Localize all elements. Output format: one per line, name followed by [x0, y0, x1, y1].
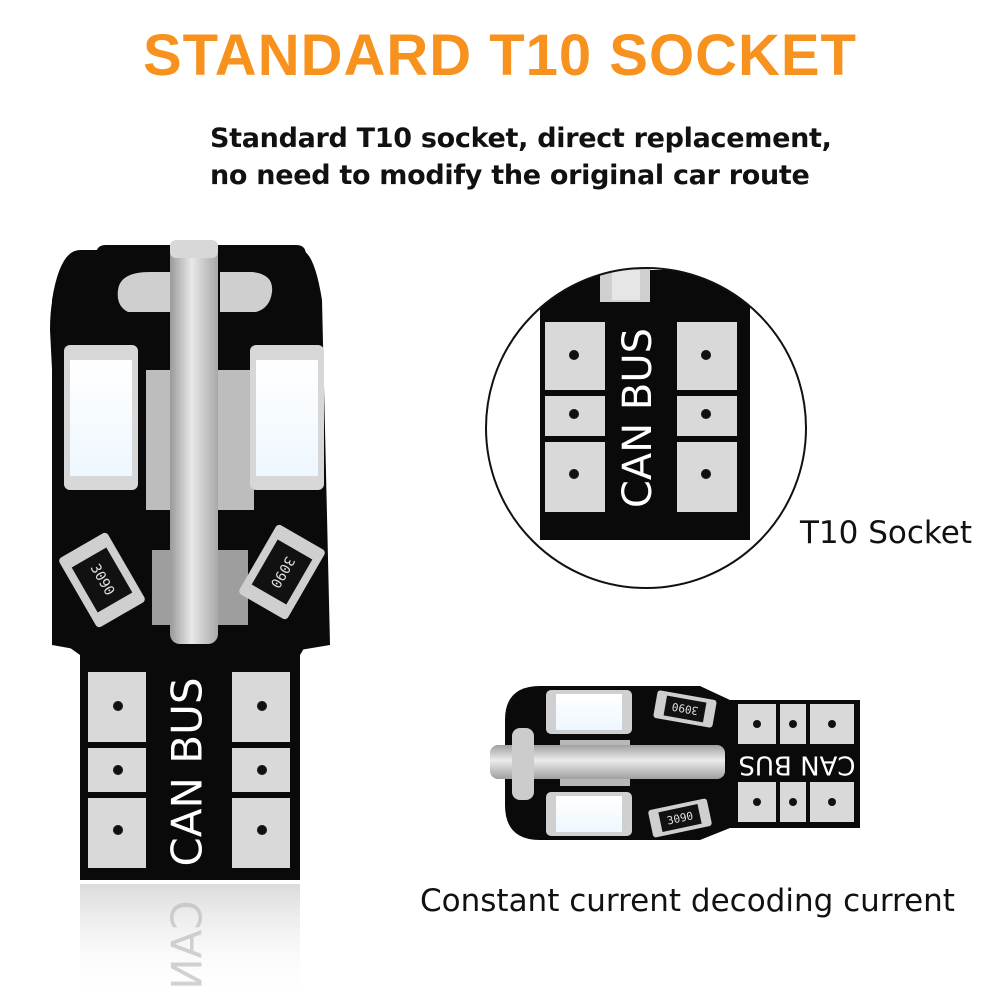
subtitle: Standard T10 socket, direct replacement,…: [210, 120, 910, 194]
main-contact-pads-left: [88, 672, 146, 868]
top-contact-left: [117, 272, 178, 312]
socket-pcb-label: CAN BUS: [615, 328, 661, 508]
zoom-circle-outline: [485, 267, 807, 589]
side-view-bulb: 3090 3090 CAN BUS: [490, 686, 860, 840]
led-chip-right: [250, 345, 324, 490]
main-pcb-label: CAN BUS: [163, 677, 212, 866]
subtitle-line-2: no need to modify the original car route: [210, 160, 810, 191]
page-title: STANDARD T10 SOCKET: [143, 23, 857, 88]
side-pcb-label: CAN BUS: [738, 750, 855, 780]
bulb-reflection: CAN: [80, 884, 300, 1000]
glass-wedge: [170, 244, 218, 644]
socket-caption: T10 Socket: [800, 515, 972, 551]
led-chip-left: [64, 345, 138, 490]
current-caption: Constant current decoding current: [420, 883, 955, 919]
resistor-right: 3090: [239, 524, 325, 620]
resistor-left: 3090: [59, 532, 145, 628]
side-glass-wedge: [490, 745, 725, 779]
side-resistor-top-code: 3090: [671, 700, 699, 717]
subtitle-line-1: Standard T10 socket, direct replacement,: [210, 123, 832, 154]
side-resistor-bottom-code: 3090: [666, 809, 695, 827]
socket-zoom-callout: CAN BUS: [485, 267, 807, 589]
main-bulb: 3090 3090 CAN BUS CAN: [50, 240, 330, 1000]
reflection-label: CAN: [163, 900, 212, 989]
top-contact-right: [220, 272, 273, 312]
